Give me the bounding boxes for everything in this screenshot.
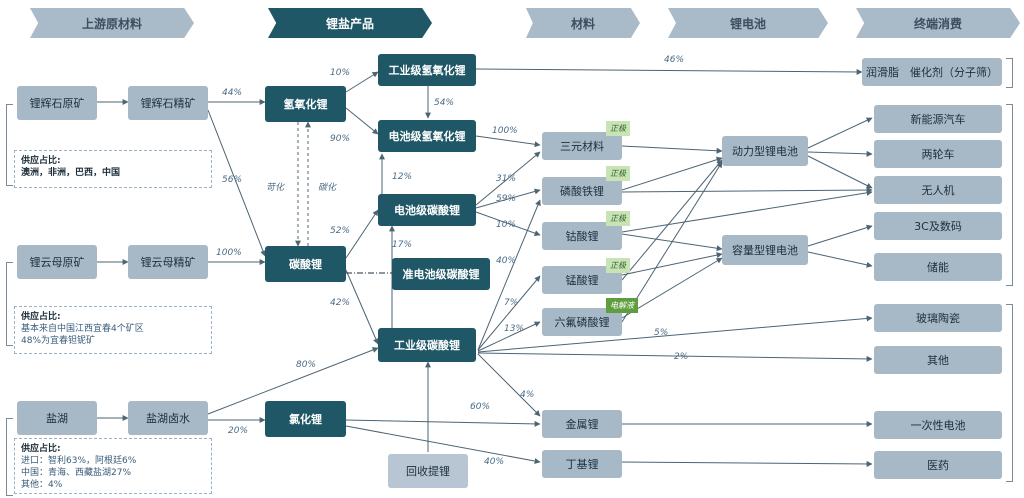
tag-electrolyte: 电解液 <box>606 298 638 313</box>
pct-label: 54% <box>434 98 455 108</box>
node-lubricant-catalyst: 润滑脂 催化剂（分子筛） <box>862 58 1002 86</box>
pct-label: 4% <box>520 390 535 400</box>
node-lithium-chloride: 氯化锂 <box>265 401 346 437</box>
node-3c-digital: 3C及数码 <box>874 212 1002 240</box>
terminal-bracket <box>1006 304 1013 482</box>
node-lfp: 磷酸铁锂 <box>542 177 622 205</box>
pct-label: 7% <box>504 298 519 308</box>
tag-cathode: 正极 <box>606 121 630 136</box>
tag-cathode: 正极 <box>606 258 630 273</box>
node-spodumene-concentrate: 锂辉石精矿 <box>128 86 208 120</box>
note-spodumene-supply: 供应占比: 澳洲，非洲，巴西，中国 <box>14 150 212 188</box>
tag-cathode: 正极 <box>606 211 630 226</box>
note-bracket <box>6 262 13 346</box>
node-medicine: 医药 <box>874 451 1002 479</box>
node-new-energy-vehicle: 新能源汽车 <box>874 105 1002 133</box>
label-causticize: 碳化 <box>318 183 337 193</box>
node-two-wheeler: 两轮车 <box>874 140 1002 168</box>
pct-label: 80% <box>296 360 317 370</box>
note-line: 澳洲，非洲，巴西，中国 <box>21 168 121 178</box>
note-salt-lake-supply: 供应占比: 进口：智利63%，阿根廷6% 中国：青海、西藏盐湖27% 其他：4% <box>14 438 212 494</box>
pct-label: 59% <box>496 194 517 204</box>
node-power-battery: 动力型锂电池 <box>722 136 808 166</box>
note-line: 48%为宜春钽铌矿 <box>21 336 96 346</box>
header-terminal: 终端消费 <box>856 8 1020 38</box>
pct-label: 17% <box>392 240 413 250</box>
note-lepidolite-supply: 供应占比: 基本来自中国江西宜春4个矿区 48%为宜春钽铌矿 <box>14 306 212 354</box>
label-carbonize: 苛化 <box>266 183 285 193</box>
note-title: 供应占比: <box>21 312 61 322</box>
node-lithium-metal: 金属锂 <box>542 410 622 438</box>
header-upstream: 上游原材料 <box>30 8 194 38</box>
note-title: 供应占比: <box>21 156 61 166</box>
node-other: 其他 <box>874 346 1002 374</box>
pct-label: 52% <box>330 226 351 236</box>
node-lithium-hydroxide: 氢氧化锂 <box>265 86 346 122</box>
node-primary-battery: 一次性电池 <box>874 411 1002 439</box>
node-lepidolite-ore: 锂云母原矿 <box>17 245 97 279</box>
pct-label: 31% <box>496 174 517 184</box>
node-industrial-lioh: 工业级氢氧化锂 <box>378 54 476 86</box>
note-line: 其他：4% <box>21 480 63 490</box>
terminal-bracket <box>1006 104 1013 286</box>
node-spodumene-ore: 锂辉石原矿 <box>17 86 97 120</box>
pct-label: 13% <box>504 324 525 334</box>
pct-label: 100% <box>216 248 242 258</box>
node-brine: 盐湖卤水 <box>128 401 208 435</box>
node-ternary-material: 三元材料 <box>542 132 622 160</box>
node-salt-lake: 盐湖 <box>17 401 97 435</box>
node-glass-ceramics: 玻璃陶瓷 <box>874 304 1002 332</box>
header-materials: 材料 <box>526 8 640 38</box>
tag-cathode: 正极 <box>606 166 630 181</box>
note-line: 基本来自中国江西宜春4个矿区 <box>21 324 144 334</box>
node-energy-storage: 储能 <box>874 253 1002 281</box>
note-bracket <box>6 104 13 186</box>
node-lithium-carbonate: 碳酸锂 <box>265 246 346 282</box>
note-line: 中国：青海、西藏盐湖27% <box>21 468 132 478</box>
node-butyl-lithium: 丁基锂 <box>542 450 622 478</box>
node-quasi-battery-li2co3: 准电池级碳酸锂 <box>392 258 490 290</box>
pct-label: 2% <box>674 352 689 362</box>
pct-label: 44% <box>222 88 243 98</box>
node-battery-lioh: 电池级氢氧化锂 <box>378 120 476 152</box>
note-title: 供应占比: <box>21 444 61 454</box>
note-bracket <box>6 418 13 496</box>
node-drone: 无人机 <box>874 176 1002 204</box>
pct-label: 10% <box>330 68 351 78</box>
pct-label: 5% <box>654 328 669 338</box>
node-lco: 钴酸锂 <box>542 222 622 250</box>
header-lithium-salt: 锂盐产品 <box>268 8 432 38</box>
pct-label: 40% <box>496 256 517 266</box>
node-lepidolite-concentrate: 锂云母精矿 <box>128 245 208 279</box>
node-capacity-battery: 容量型锂电池 <box>722 235 808 265</box>
node-battery-li2co3: 电池级碳酸锂 <box>378 194 476 226</box>
pct-label: 12% <box>392 172 413 182</box>
note-line: 进口：智利63%，阿根廷6% <box>21 456 137 466</box>
pct-label: 100% <box>492 126 518 136</box>
pct-label: 10% <box>496 220 517 230</box>
pct-label: 56% <box>222 175 243 185</box>
header-battery: 锂电池 <box>668 8 828 38</box>
pct-label: 90% <box>330 134 351 144</box>
node-recycling: 回收提锂 <box>388 454 468 488</box>
terminal-bracket <box>1006 58 1013 88</box>
node-industrial-li2co3: 工业级碳酸锂 <box>378 328 476 362</box>
pct-label: 60% <box>470 402 491 412</box>
pct-label: 20% <box>228 426 249 436</box>
pct-label: 42% <box>330 298 351 308</box>
pct-label: 40% <box>484 457 505 467</box>
pct-label: 46% <box>664 55 685 65</box>
